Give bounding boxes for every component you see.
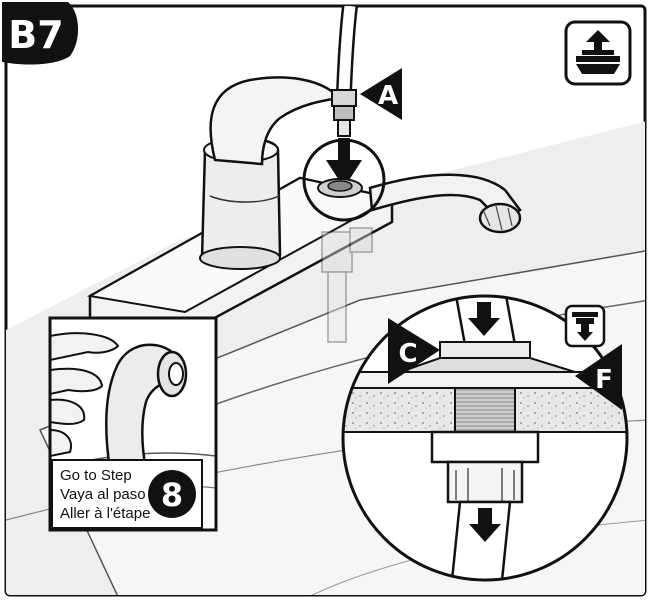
callout-c: C xyxy=(388,318,440,384)
goto-line-2: Vaya al paso xyxy=(60,486,146,503)
step-badge: B7 xyxy=(2,2,79,65)
detail-arrow-bottom xyxy=(469,508,501,542)
callout-f-label: F xyxy=(595,365,613,395)
under-deck-fittings xyxy=(321,227,373,343)
goto-line-1: Go to Step xyxy=(60,467,132,484)
insert-arrow xyxy=(326,138,362,188)
port-highlight-circle xyxy=(302,138,386,222)
faucet-top-mount-icon xyxy=(564,20,632,86)
step-badge-label: B7 xyxy=(8,13,63,57)
supply-hose xyxy=(331,6,358,137)
goto-line-3: Aller à l'étape xyxy=(60,505,150,522)
faucet-under-mount-icon xyxy=(564,304,606,348)
goto-step-box: Go to Step Vaya al paso Aller à l'étape … xyxy=(51,459,203,529)
callout-a: A xyxy=(360,68,402,120)
callout-a-label: A xyxy=(378,81,398,111)
detail-arrow-top xyxy=(468,302,500,336)
callout-f: F xyxy=(575,344,622,410)
faucet-spout xyxy=(368,173,522,234)
goto-step-number: 8 xyxy=(161,476,183,514)
callout-c-label: C xyxy=(398,339,417,369)
